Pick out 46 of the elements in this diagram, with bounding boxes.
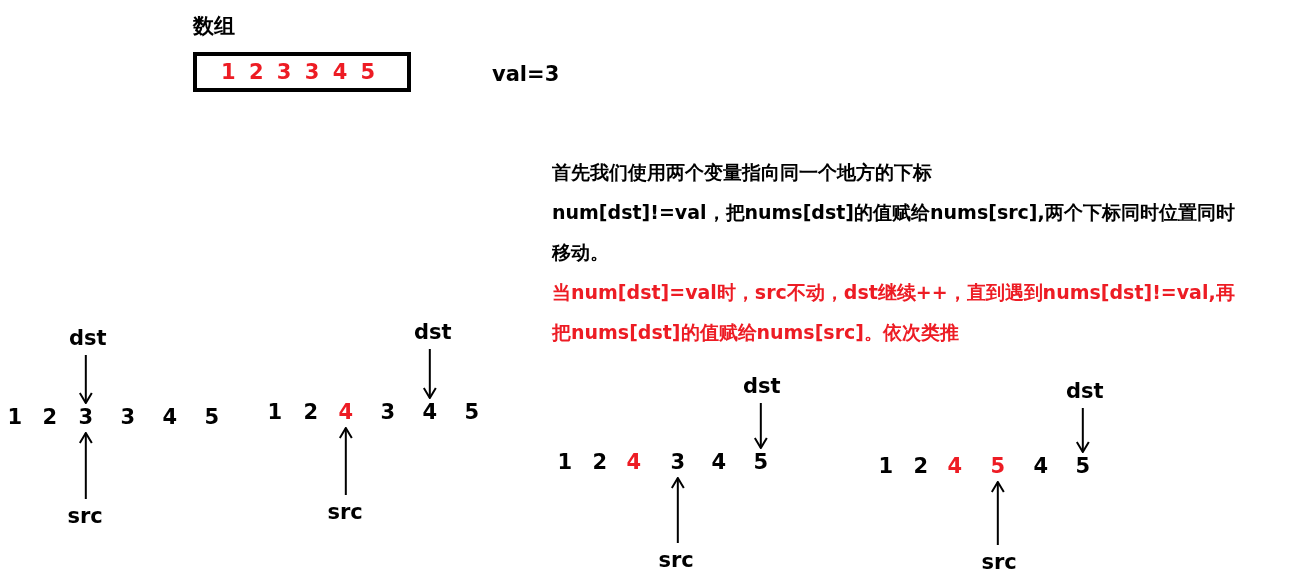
src-pointer-label: src [981,549,1017,575]
arrow [990,481,1005,546]
array-digit: 4 [162,405,178,429]
array-digit: 3 [120,405,136,429]
overwritten-digit: 4 [947,454,963,478]
arrow [338,427,353,496]
array-digit: 2 [303,400,319,424]
array-digit: 1 [878,454,894,478]
array-digit: 4 [711,450,727,474]
dst-pointer-label: dst [414,319,452,345]
overwritten-digit: 4 [626,450,642,474]
src-pointer-label: src [327,499,363,525]
dst-pointer-label: dst [743,373,781,399]
explanation-text: num[dst]!=val，把nums[dst]的值赋给nums[src],两个下标同时位置同时移动。 [552,200,1236,265]
overwritten-digit: 4 [338,400,354,424]
array-digit: 1 [267,400,283,424]
arrow [78,432,93,500]
src-pointer-label: src [67,503,103,529]
arrow [78,354,93,404]
array-digit: 2 [913,454,929,478]
explanation-text: 当num[dst]=val时，src不动，dst继续++，直到遇到nums[dst]!=val,再把nums[dst]的值赋给nums[src]。依次类推 [552,280,1236,345]
overwritten-digit: 5 [990,454,1006,478]
array-heading: 数组 [193,13,235,40]
variable-note: val=3 [492,61,560,88]
array-digit: 2 [592,450,608,474]
array-digit: 5 [1075,454,1091,478]
array-digit: 3 [380,400,396,424]
array-digit: 4 [422,400,438,424]
arrow [670,477,685,544]
arrow [753,402,768,449]
array-digit: 3 [78,405,94,429]
array-digit: 5 [753,450,769,474]
dst-pointer-label: dst [1066,378,1104,404]
src-pointer-label: src [658,547,694,573]
arrow [422,348,437,399]
array-digit: 5 [204,405,220,429]
dst-pointer-label: dst [69,325,107,351]
arrow [1075,407,1090,453]
array-digit: 3 [670,450,686,474]
array-box: 1 2 3 3 4 5 [193,52,411,92]
explanation-text: 首先我们使用两个变量指向同一个地方的下标 [552,160,933,185]
array-digit: 5 [464,400,480,424]
array-digit: 1 [7,405,23,429]
array-digit: 2 [42,405,58,429]
array-digit: 1 [557,450,573,474]
array-digit: 4 [1033,454,1049,478]
